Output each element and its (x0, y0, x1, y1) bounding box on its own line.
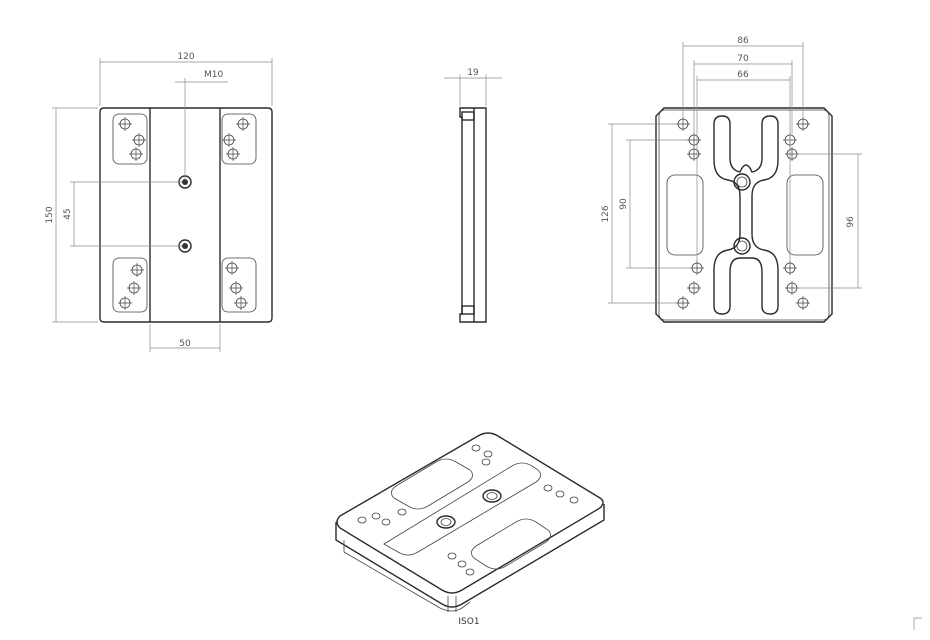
back-slot-left (666, 174, 704, 256)
side-view: 19 (444, 68, 502, 323)
iso-plate-base (343, 540, 471, 612)
back-dimensions (608, 42, 862, 304)
iso-plate-top-outline (336, 432, 604, 594)
back-height-126-dimension: 126 (601, 205, 611, 222)
back-slot-right (786, 174, 824, 256)
side-top-tab (461, 111, 475, 121)
side-thickness-dimension: 19 (467, 68, 479, 78)
front-pocket-bottom-right (221, 257, 257, 313)
back-holes (676, 117, 810, 310)
iso-view-label: ISO1 (458, 617, 479, 627)
back-outer-spacing-dimension: 86 (737, 36, 749, 46)
back-height-90-dimension: 90 (619, 198, 629, 210)
side-profile-outline (459, 107, 487, 323)
back-plate-outline (655, 107, 833, 323)
back-inner-spacing-dimension: 66 (737, 70, 749, 80)
front-height-dimension: 150 (45, 206, 55, 223)
sheet-corner-mark (913, 617, 922, 630)
front-holes (118, 117, 250, 310)
front-pocket-bottom-left (112, 257, 148, 313)
front-hole-spacing-dimension: 45 (63, 208, 73, 219)
front-pocket-top-right (221, 113, 257, 165)
front-pocket-top-left (112, 113, 148, 165)
iso-small-holes (357, 444, 579, 576)
back-plate-inner-edge (658, 109, 830, 321)
front-dimensions (52, 58, 273, 352)
front-view: 120 M10 150 45 50 (45, 52, 273, 352)
iso-view: ISO1 (335, 432, 605, 627)
iso-base-tab (447, 596, 457, 612)
back-center-channel (713, 115, 779, 315)
iso-slot-lower (471, 518, 551, 570)
front-thread-dimension: M10 (204, 70, 223, 80)
iso-m10-holes (436, 489, 502, 529)
front-width-dimension: 120 (177, 52, 194, 62)
back-m10-holes (733, 173, 751, 255)
back-height-96-dimension: 96 (846, 216, 856, 228)
back-mid-spacing-dimension: 70 (737, 54, 749, 64)
iso-plate-side (335, 504, 605, 608)
front-center-width-dimension: 50 (179, 339, 191, 349)
front-m10-holes (178, 175, 192, 253)
iso-slot-upper (391, 458, 473, 510)
back-view: 86 70 66 126 90 96 (601, 36, 862, 323)
front-plate-outline (99, 107, 273, 323)
side-bottom-tab (461, 305, 475, 315)
iso-center-channel (383, 462, 541, 556)
